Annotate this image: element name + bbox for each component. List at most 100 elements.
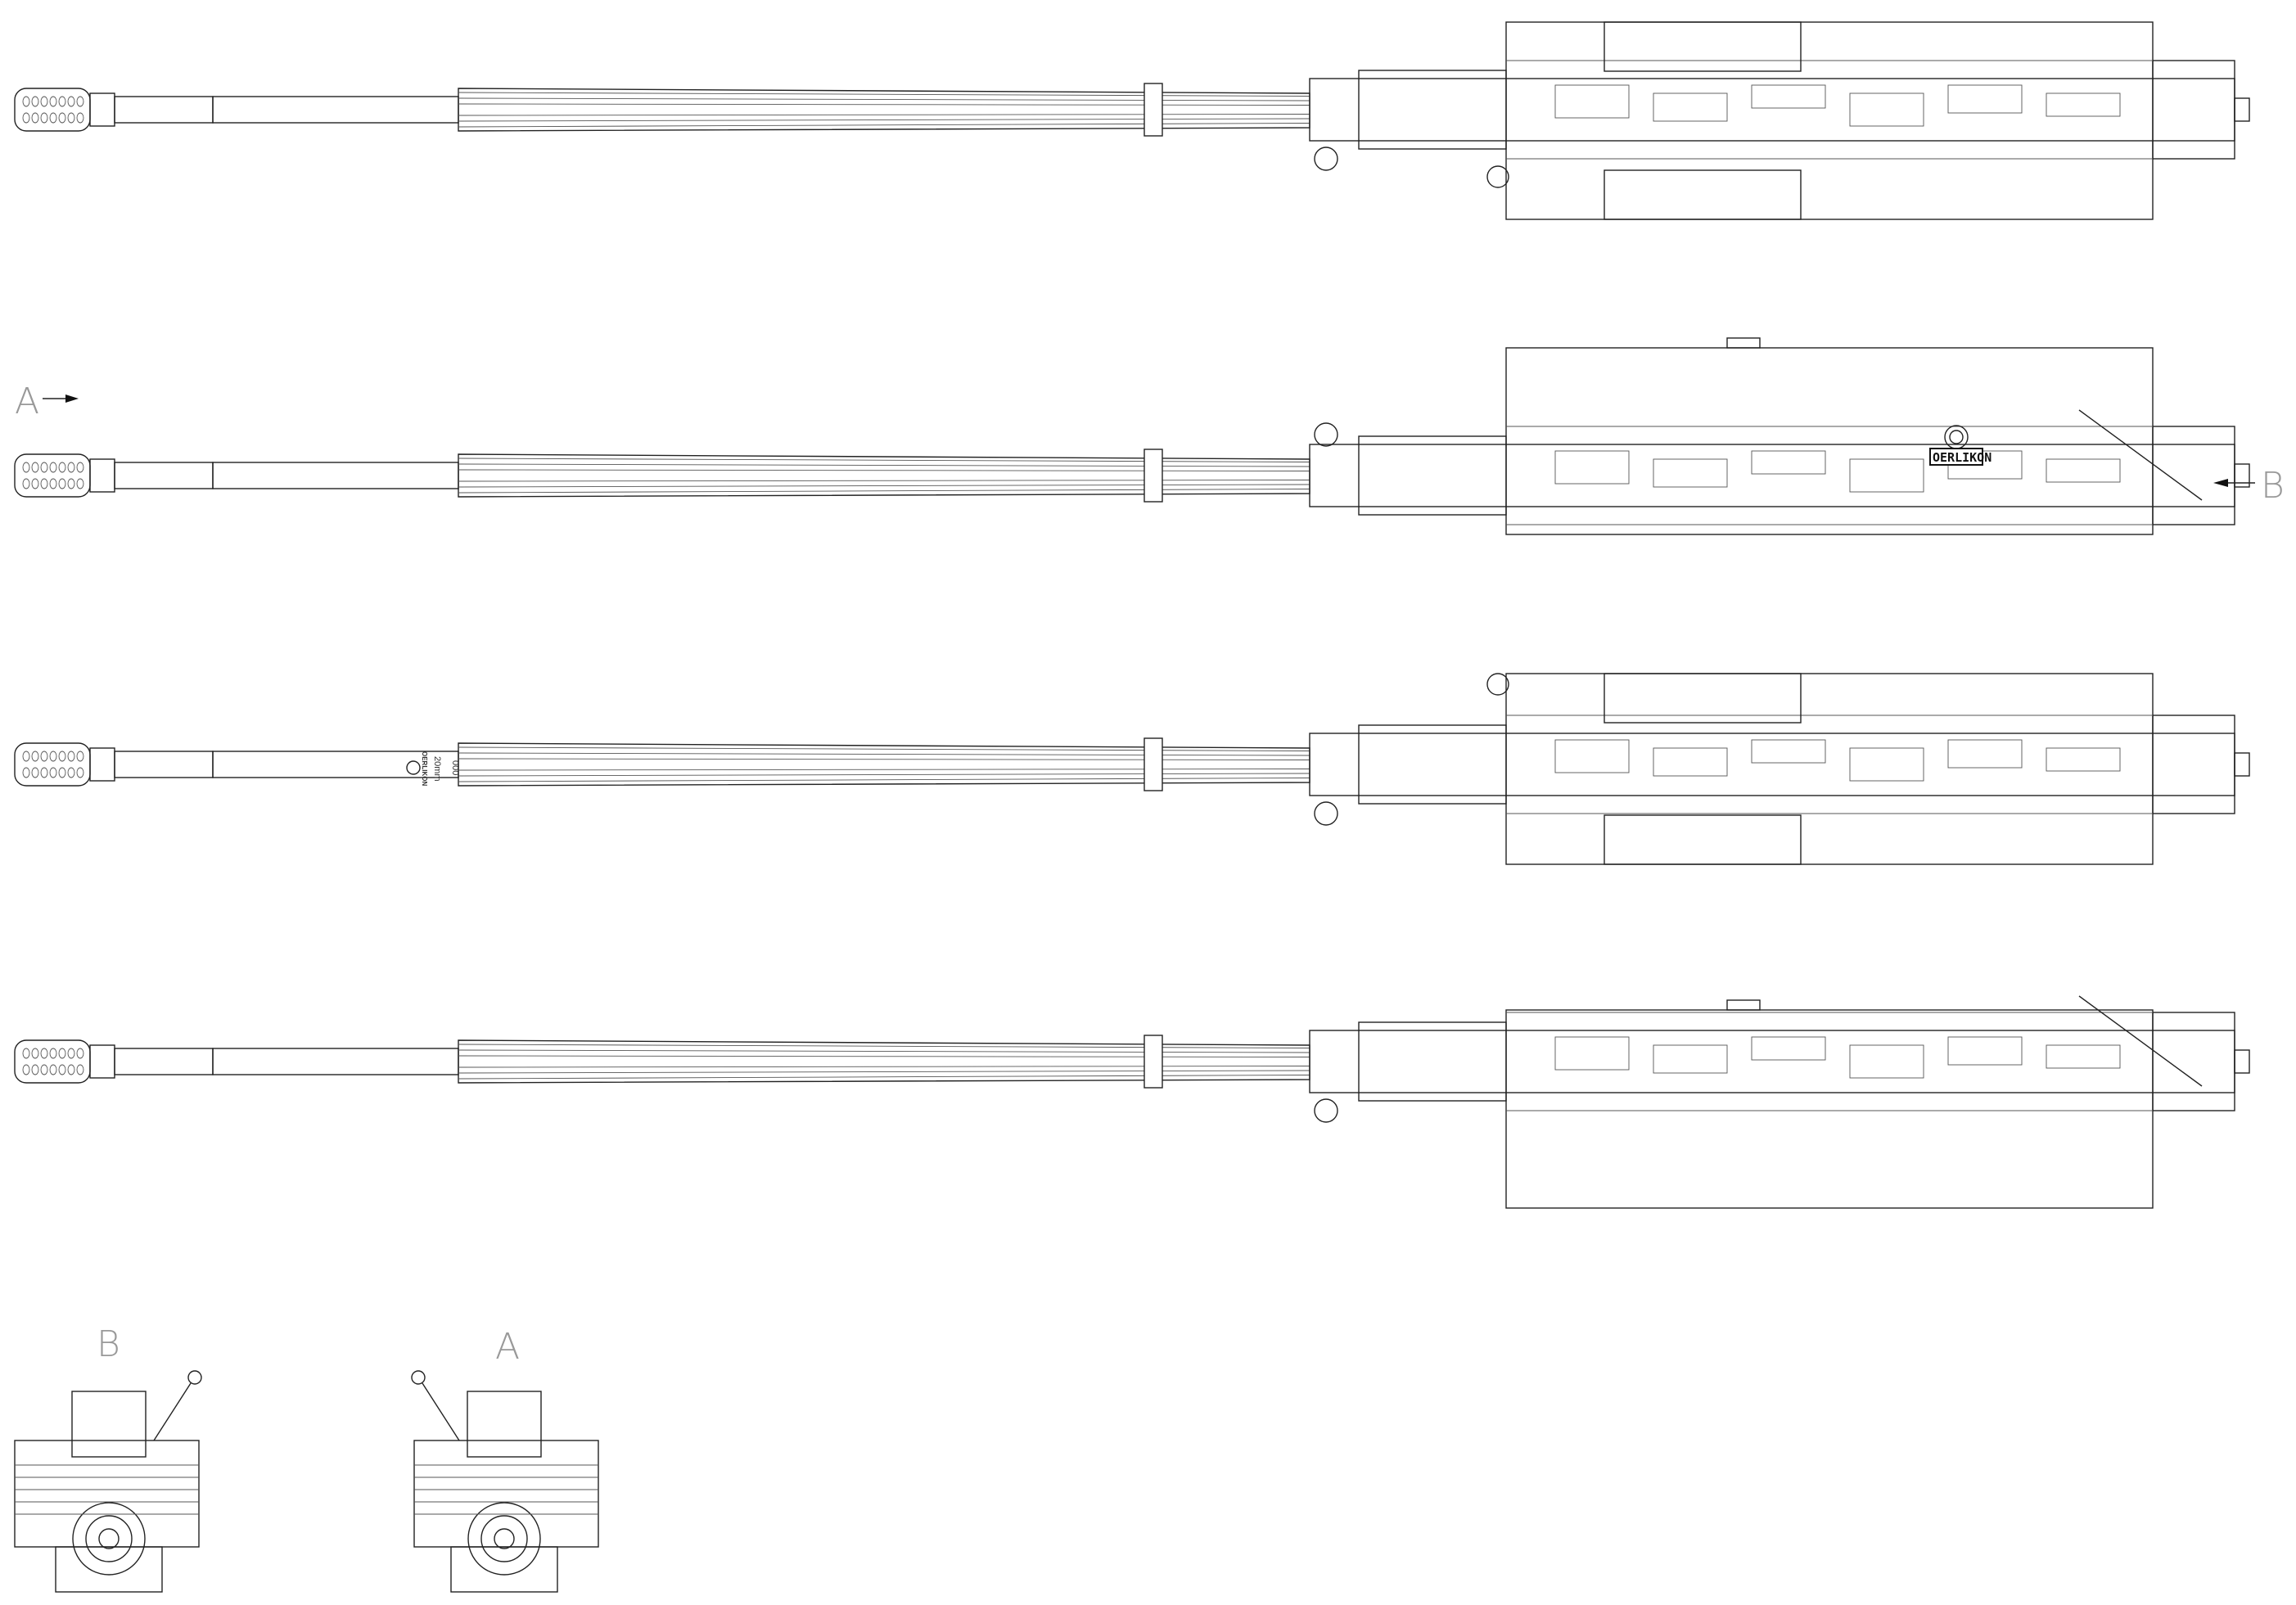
brake-port — [22, 751, 30, 762]
rear-housing — [2152, 1012, 2235, 1111]
rear-buffer — [2234, 752, 2250, 777]
brake-port — [76, 767, 84, 778]
barrel-band — [1143, 83, 1163, 137]
feed-box — [1604, 814, 1802, 865]
brake-port — [58, 112, 66, 124]
barrel-flute — [458, 484, 1310, 488]
brake-port — [22, 1048, 30, 1059]
brake-port — [76, 112, 84, 124]
mechanism-part — [1947, 739, 2023, 769]
end-barrel-bore — [480, 1515, 528, 1562]
brake-port — [49, 1048, 57, 1059]
handle-t — [1726, 337, 1761, 349]
barrel-flute — [458, 118, 1310, 122]
brake-port — [40, 1048, 48, 1059]
muzzle-collar — [89, 458, 115, 493]
brake-port — [40, 1064, 48, 1075]
brake-port — [67, 1048, 75, 1059]
barrel-flute — [458, 1070, 1310, 1074]
serial-text: 000 — [450, 760, 460, 775]
muzzle-collar — [89, 92, 115, 127]
end-barrel-bore — [85, 1515, 133, 1562]
mechanism-part — [1653, 92, 1728, 122]
end-view-b — [14, 1370, 202, 1593]
barrel-flute — [458, 769, 1310, 771]
brake-port — [67, 96, 75, 107]
feed-box — [1604, 21, 1802, 72]
rear-housing — [2152, 426, 2235, 525]
brake-port — [58, 462, 66, 473]
receiver-body — [1309, 444, 2235, 507]
barrel-markings: OERLIKON 20mm 000 — [406, 751, 460, 786]
mechanism-part — [2046, 92, 2121, 117]
end-view-b-label: B — [97, 1323, 120, 1365]
brake-port — [22, 478, 30, 489]
caliber-text: 20mm — [432, 756, 442, 782]
barrel — [212, 1048, 459, 1075]
barrel-flute — [458, 773, 1310, 777]
barrel-brand-text: OERLIKON — [421, 751, 428, 786]
rear-buffer — [2234, 1049, 2250, 1074]
brake-port — [76, 1064, 84, 1075]
barrel-flute — [458, 758, 1310, 760]
brake-port — [22, 767, 30, 778]
barrel-forward — [114, 462, 214, 489]
barrel-flute — [458, 1055, 1310, 1057]
mechanism-part — [1947, 1036, 2023, 1066]
brake-port — [40, 767, 48, 778]
mechanism-part — [1653, 458, 1728, 488]
barrel-fluted — [458, 742, 1310, 787]
end-handle — [153, 1382, 192, 1441]
mechanism-part — [1751, 84, 1826, 109]
oerlikon-logo: OERLIKON — [1929, 425, 1992, 466]
brake-port — [58, 96, 66, 107]
brake-port — [49, 478, 57, 489]
brake-port — [49, 462, 57, 473]
barrel-band — [1143, 449, 1163, 503]
brake-port — [76, 478, 84, 489]
end-top — [467, 1391, 542, 1458]
brake-port — [76, 1048, 84, 1059]
muzzle-brake — [14, 453, 91, 498]
receiver-front — [1358, 1021, 1507, 1102]
receiver-front — [1358, 70, 1507, 150]
receiver-housing — [1505, 21, 2154, 220]
barrel-forward — [114, 96, 214, 124]
brake-port — [58, 478, 66, 489]
mechanism-part — [1849, 747, 1924, 782]
barrel-forward — [114, 751, 214, 778]
barrel-flute — [458, 1075, 1310, 1080]
mechanism-part — [1849, 458, 1924, 493]
mechanism-part — [1554, 739, 1630, 773]
brake-port — [76, 96, 84, 107]
barrel-flute — [458, 123, 1310, 128]
end-bore — [98, 1528, 120, 1549]
barrel-flute — [458, 114, 1310, 116]
barrel-fluted — [458, 1039, 1310, 1084]
end-bottom — [450, 1546, 558, 1593]
end-bottom — [55, 1546, 163, 1593]
end-view-a-label: A — [495, 1326, 520, 1368]
barrel-flute — [458, 469, 1310, 471]
brake-port — [22, 112, 30, 124]
end-views — [14, 1370, 599, 1593]
gun-view-top — [14, 21, 2250, 220]
barrel-flute — [458, 489, 1310, 494]
brake-port — [67, 751, 75, 762]
brake-port — [76, 462, 84, 473]
brake-port — [40, 96, 48, 107]
brake-port — [67, 112, 75, 124]
gun-views — [14, 21, 2250, 1209]
cocking-ring — [1486, 165, 1509, 188]
brake-port — [22, 1064, 30, 1075]
barrel-fluted — [458, 88, 1310, 132]
gun-view-side-left — [14, 337, 2250, 535]
brake-port — [49, 96, 57, 107]
brake-port — [31, 767, 39, 778]
barrel-flute — [458, 480, 1310, 482]
barrel — [212, 96, 459, 124]
brake-port — [58, 767, 66, 778]
linkage-arm — [2078, 409, 2203, 501]
brake-port — [31, 112, 39, 124]
view-arrow-b: B — [2213, 465, 2285, 507]
